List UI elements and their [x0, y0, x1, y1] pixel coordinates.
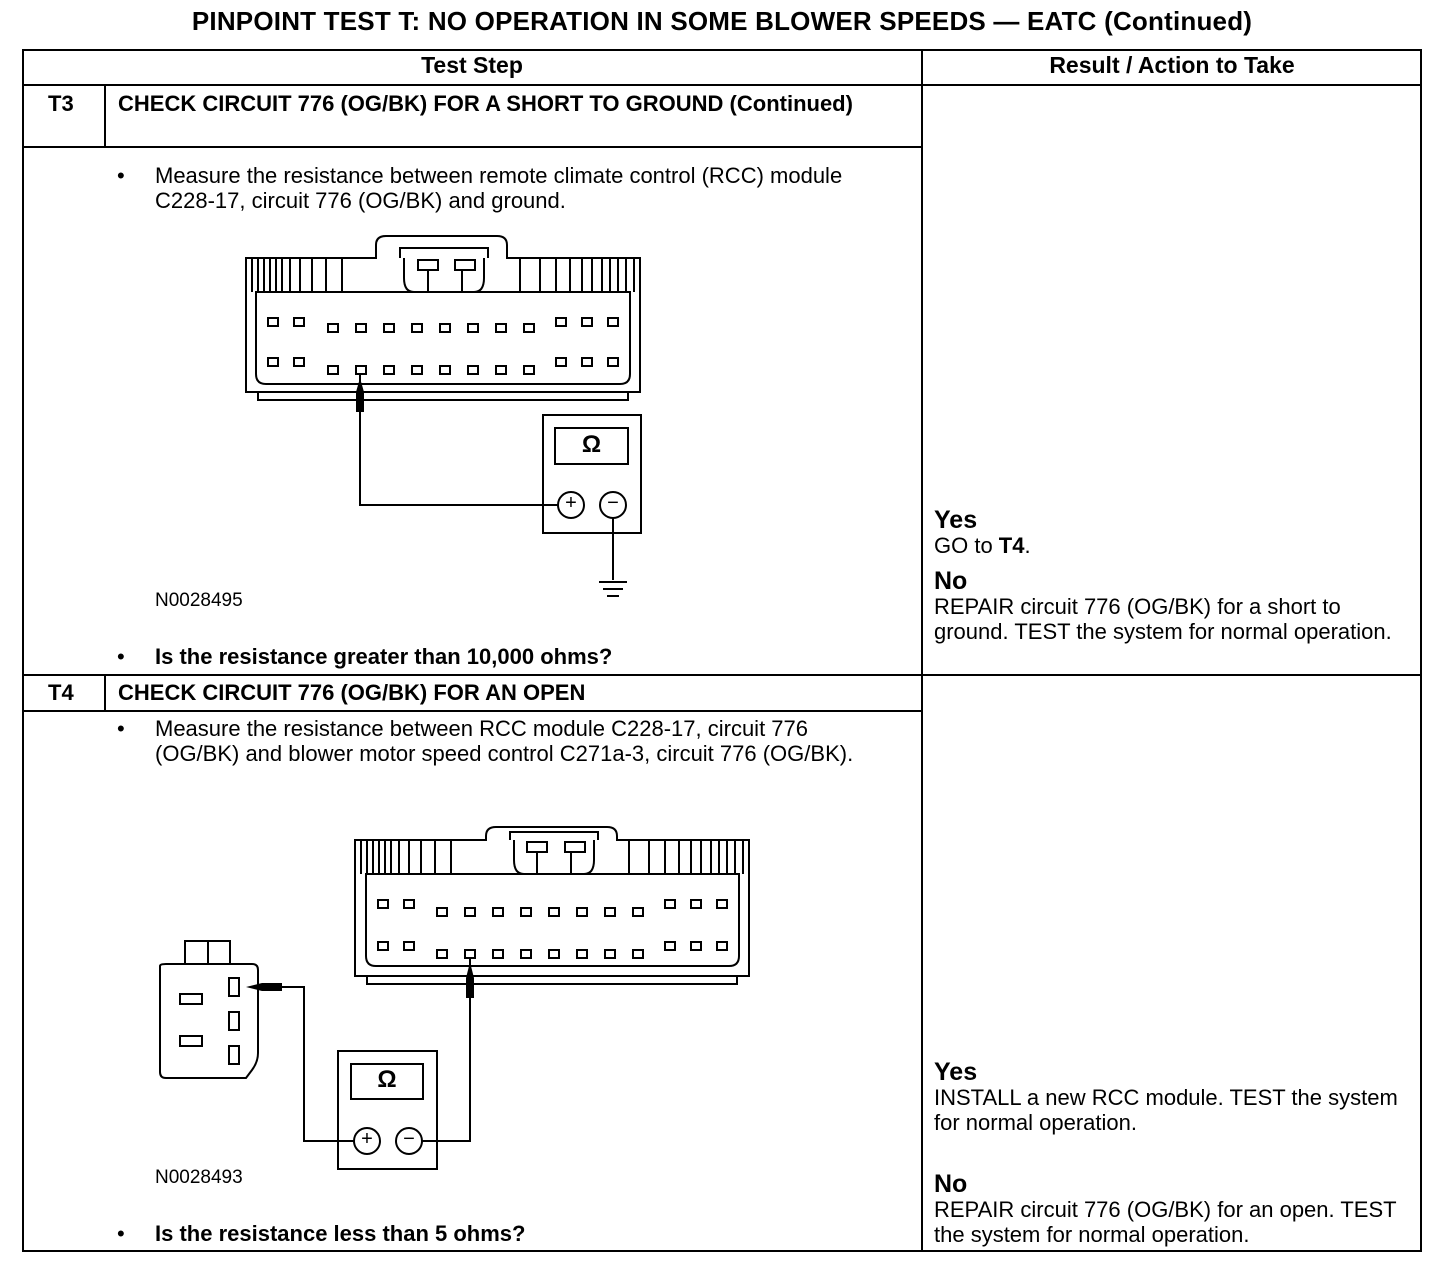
t4-probe-tip-rcc	[466, 962, 474, 998]
instruction-t3: Measure the resistance between remote cl…	[155, 163, 843, 213]
page-title: PINPOINT TEST T: NO OPERATION IN SOME BL…	[191, 6, 1253, 36]
yes-prefix: GO to	[934, 533, 999, 558]
bullet-marker: •	[117, 1221, 125, 1246]
question-t3: Is the resistance greater than 10,000 oh…	[155, 644, 613, 669]
result-yes-label-t3: Yes	[934, 506, 978, 534]
bullet-marker: •	[117, 644, 125, 669]
step-id-t3: T3	[48, 91, 74, 116]
yes-target-step: T4	[998, 533, 1025, 558]
instruction-t4: Measure the resistance between RCC modul…	[155, 716, 854, 766]
figure-id-t4: N0028493	[155, 1167, 243, 1188]
rcc-latch-ribs	[360, 840, 744, 874]
result-no-label-t4: No	[934, 1170, 968, 1198]
result-yes-text-t4: INSTALL a new RCC module. TEST the syste…	[934, 1085, 1398, 1135]
ohmmeter-t4	[337, 1050, 438, 1170]
step-title-t4: CHECK CIRCUIT 776 (OG/BK) FOR AN OPEN	[118, 680, 586, 705]
result-no-text-t4: REPAIR circuit 776 (OG/BK) for an open. …	[934, 1197, 1397, 1247]
step-title-t3: CHECK CIRCUIT 776 (OG/BK) FOR A SHORT TO…	[118, 91, 853, 116]
result-yes-text-t3: GO to T4.	[934, 533, 1414, 558]
header-test-step: Test Step	[421, 52, 523, 78]
rcc-connector	[354, 826, 750, 985]
plus-terminal-icon: +	[361, 1128, 373, 1150]
bullet-marker: •	[117, 716, 125, 741]
result-no-text-t3: REPAIR circuit 776 (OG/BK) for a short t…	[934, 594, 1392, 644]
t4-id-divider	[104, 675, 106, 711]
rcc-pins	[267, 317, 619, 375]
figure-id-t3: N0028495	[155, 590, 243, 611]
result-no-label-t3: No	[934, 567, 968, 595]
t3-title-divider	[22, 146, 922, 148]
ground-symbol	[599, 581, 627, 597]
t3-id-divider	[104, 85, 106, 147]
rcc-connector	[245, 235, 641, 401]
column-divider	[921, 49, 923, 1252]
ohm-symbol-icon: Ω	[581, 431, 602, 458]
question-t4: Is the resistance less than 5 ohms?	[155, 1221, 526, 1246]
blower-control-connector	[159, 940, 259, 1079]
plus-terminal-icon: +	[565, 492, 577, 514]
header-result: Result / Action to Take	[1049, 52, 1295, 78]
minus-terminal-icon: −	[607, 492, 619, 514]
ohm-symbol-icon: Ω	[377, 1066, 397, 1093]
step-divider	[22, 674, 1422, 676]
ohmmeter-t3	[542, 414, 642, 580]
t3-probe-lead	[359, 374, 558, 506]
test-table	[22, 49, 1422, 1252]
minus-terminal-icon: −	[403, 1128, 415, 1150]
rcc-pins	[377, 899, 728, 959]
yes-suffix: .	[1024, 533, 1031, 558]
t3-probe-tip	[356, 378, 364, 412]
rcc-latch-ribs	[251, 258, 635, 292]
header-divider	[22, 84, 1422, 86]
t4-probe-leads	[262, 958, 471, 1142]
t4-title-divider	[22, 710, 922, 712]
result-yes-label-t4: Yes	[934, 1058, 978, 1086]
bullet-marker: •	[117, 163, 125, 188]
t4-probe-tip-blower	[246, 983, 282, 991]
step-id-t4: T4	[48, 680, 74, 705]
